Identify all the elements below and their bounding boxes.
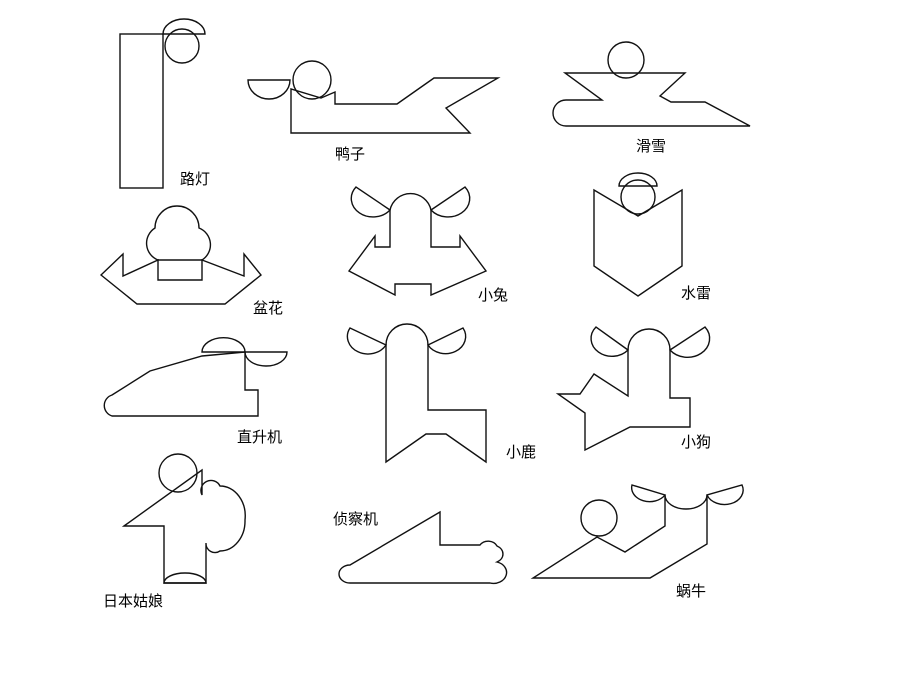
dog-body — [555, 328, 691, 452]
helicopter-body — [103, 351, 259, 417]
mine-body — [593, 188, 683, 297]
label-reconnaissance-plane: 侦察机 — [333, 510, 378, 528]
mine-cap — [618, 172, 658, 187]
figure-helicopter: 直升机 — [103, 336, 288, 446]
figure-little-deer: 小鹿 — [346, 323, 536, 464]
label-little-deer: 小鹿 — [506, 443, 536, 461]
label-little-dog: 小狗 — [681, 433, 711, 451]
rabbit-ear-right — [429, 186, 471, 218]
label-little-rabbit: 小兔 — [478, 286, 508, 304]
dog-ear-left — [590, 326, 630, 358]
figure-reconnaissance-plane: 侦察机 — [333, 510, 508, 585]
snail-horn-left — [630, 484, 667, 503]
deer-body — [385, 323, 487, 464]
mine-ball — [620, 179, 656, 215]
rabbit-ear-left — [350, 186, 392, 218]
label-street-lamp: 路灯 — [180, 170, 210, 188]
duck-head — [292, 60, 332, 100]
label-potted-flower: 盆花 — [253, 299, 283, 317]
label-helicopter: 直升机 — [237, 428, 282, 446]
rotor-right — [244, 351, 288, 367]
girl-body — [121, 468, 246, 584]
figure-street-lamp: 路灯 — [119, 18, 210, 189]
figure-water-mine: 水雷 — [593, 172, 711, 302]
snail-shell — [530, 494, 708, 579]
flower-cloud — [145, 205, 212, 261]
lamp-cap — [162, 18, 206, 35]
girl-skirt — [163, 572, 207, 584]
lamp-bulb — [164, 28, 200, 64]
figure-snail: 蜗牛 — [530, 484, 744, 600]
figure-potted-flower: 盆花 — [99, 205, 283, 317]
figure-japanese-girl: 日本姑娘 — [103, 453, 246, 610]
rotor-left — [201, 336, 246, 353]
deer-ear-right — [426, 327, 467, 355]
figure-duck: 鸭子 — [247, 60, 501, 163]
deer-ear-left — [346, 327, 388, 355]
skier-body — [552, 72, 751, 127]
snail-horn-right — [706, 484, 744, 506]
label-water-mine: 水雷 — [681, 284, 711, 302]
label-snail: 蜗牛 — [676, 582, 706, 600]
plane-body — [338, 510, 508, 585]
duck-body — [290, 77, 501, 134]
snail-head — [580, 499, 618, 537]
label-japanese-girl: 日本姑娘 — [103, 592, 163, 610]
label-skiing: 滑雪 — [636, 137, 666, 155]
dog-ear-right — [668, 326, 711, 358]
label-duck: 鸭子 — [335, 145, 365, 163]
duck-bill — [247, 79, 291, 100]
figure-little-rabbit: 小兔 — [347, 186, 508, 304]
skier-head — [607, 41, 645, 79]
rabbit-body — [347, 192, 488, 297]
figure-skiing: 滑雪 — [552, 41, 751, 155]
lamp-post — [119, 33, 164, 189]
girl-head — [158, 453, 198, 493]
flower-pot — [99, 252, 262, 305]
figure-little-dog: 小狗 — [555, 326, 711, 452]
